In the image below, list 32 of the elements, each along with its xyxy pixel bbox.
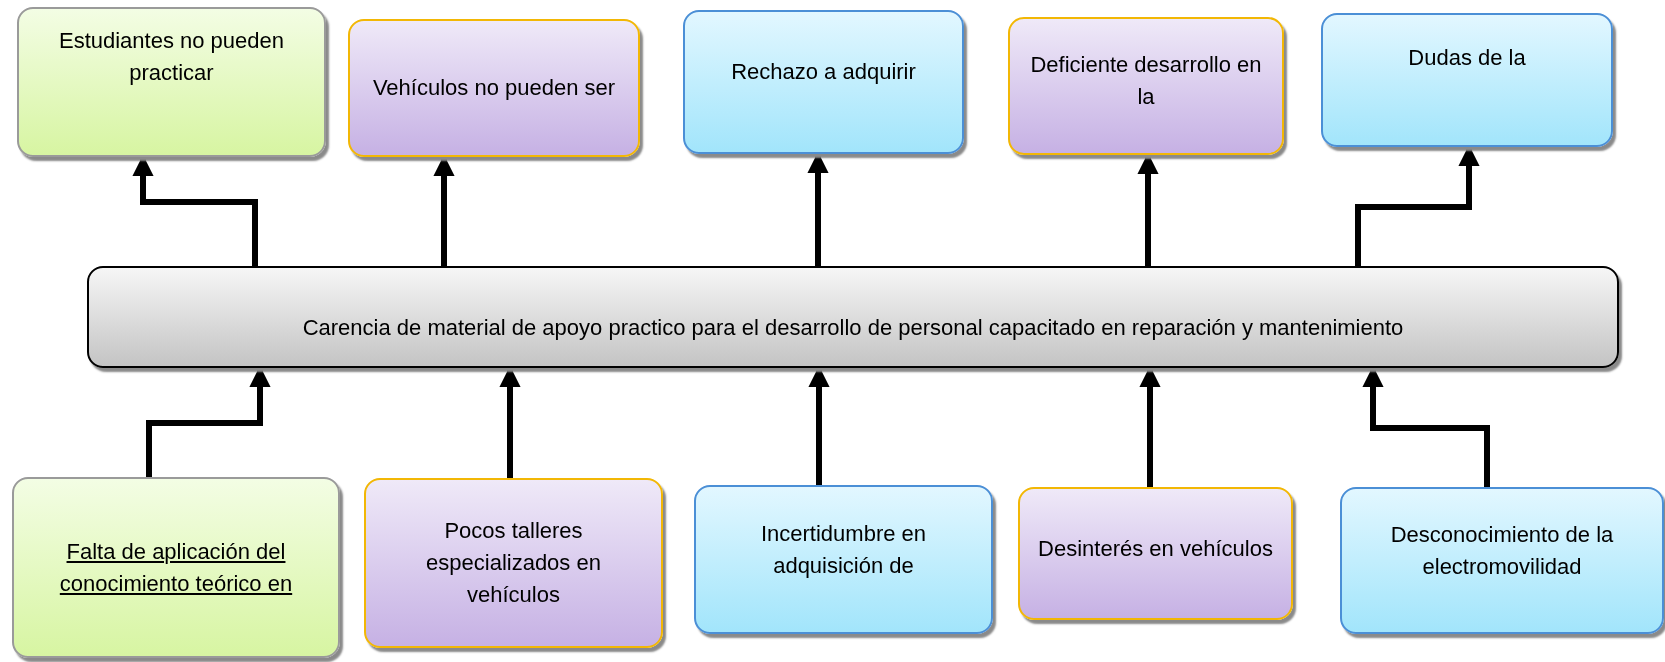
- arrow: [1139, 365, 1161, 487]
- process-box: [694, 485, 993, 634]
- node-text: Deficiente desarrollo en la: [1029, 51, 1263, 111]
- arrow: [807, 151, 829, 266]
- arrow: [808, 365, 830, 485]
- arrow: [132, 154, 258, 266]
- node-text: Dudas de la: [1408, 43, 1526, 72]
- arrow: [1355, 144, 1480, 266]
- node-text: Desinterés en vehículos: [1038, 534, 1273, 563]
- node-text: Desconocimiento de la electromovilidad: [1389, 520, 1615, 581]
- arrow: [499, 365, 521, 478]
- node-text: Rechazo a adquirir: [731, 58, 916, 87]
- process-box: [364, 478, 663, 648]
- node-text: Estudiantes no pueden practicar: [57, 27, 286, 87]
- process-box: [1008, 17, 1284, 155]
- node-text: Pocos talleres especializados en vehículos: [425, 517, 602, 609]
- node-text: Carencia de material de apoyo practico para el desarrollo de personal capacitado en reparación y mantenimiento: [302, 314, 1404, 343]
- node-text: Falta de aplicación del conocimiento teórico en: [58, 537, 294, 598]
- arrow: [1137, 152, 1159, 266]
- process-box: [683, 10, 964, 154]
- process-box: [1018, 487, 1293, 620]
- arrow: [433, 154, 455, 266]
- process-box: [348, 19, 640, 157]
- process-box: [1340, 487, 1664, 634]
- node-text: Vehículos no pueden ser: [372, 74, 616, 103]
- node-text: Incertidumbre en adquisición de: [759, 519, 928, 580]
- process-box: [12, 477, 340, 658]
- arrow: [1362, 365, 1490, 487]
- process-box: [1321, 13, 1613, 147]
- process-box: [17, 7, 326, 157]
- problem-box: [87, 266, 1619, 368]
- arrow: [146, 365, 271, 477]
